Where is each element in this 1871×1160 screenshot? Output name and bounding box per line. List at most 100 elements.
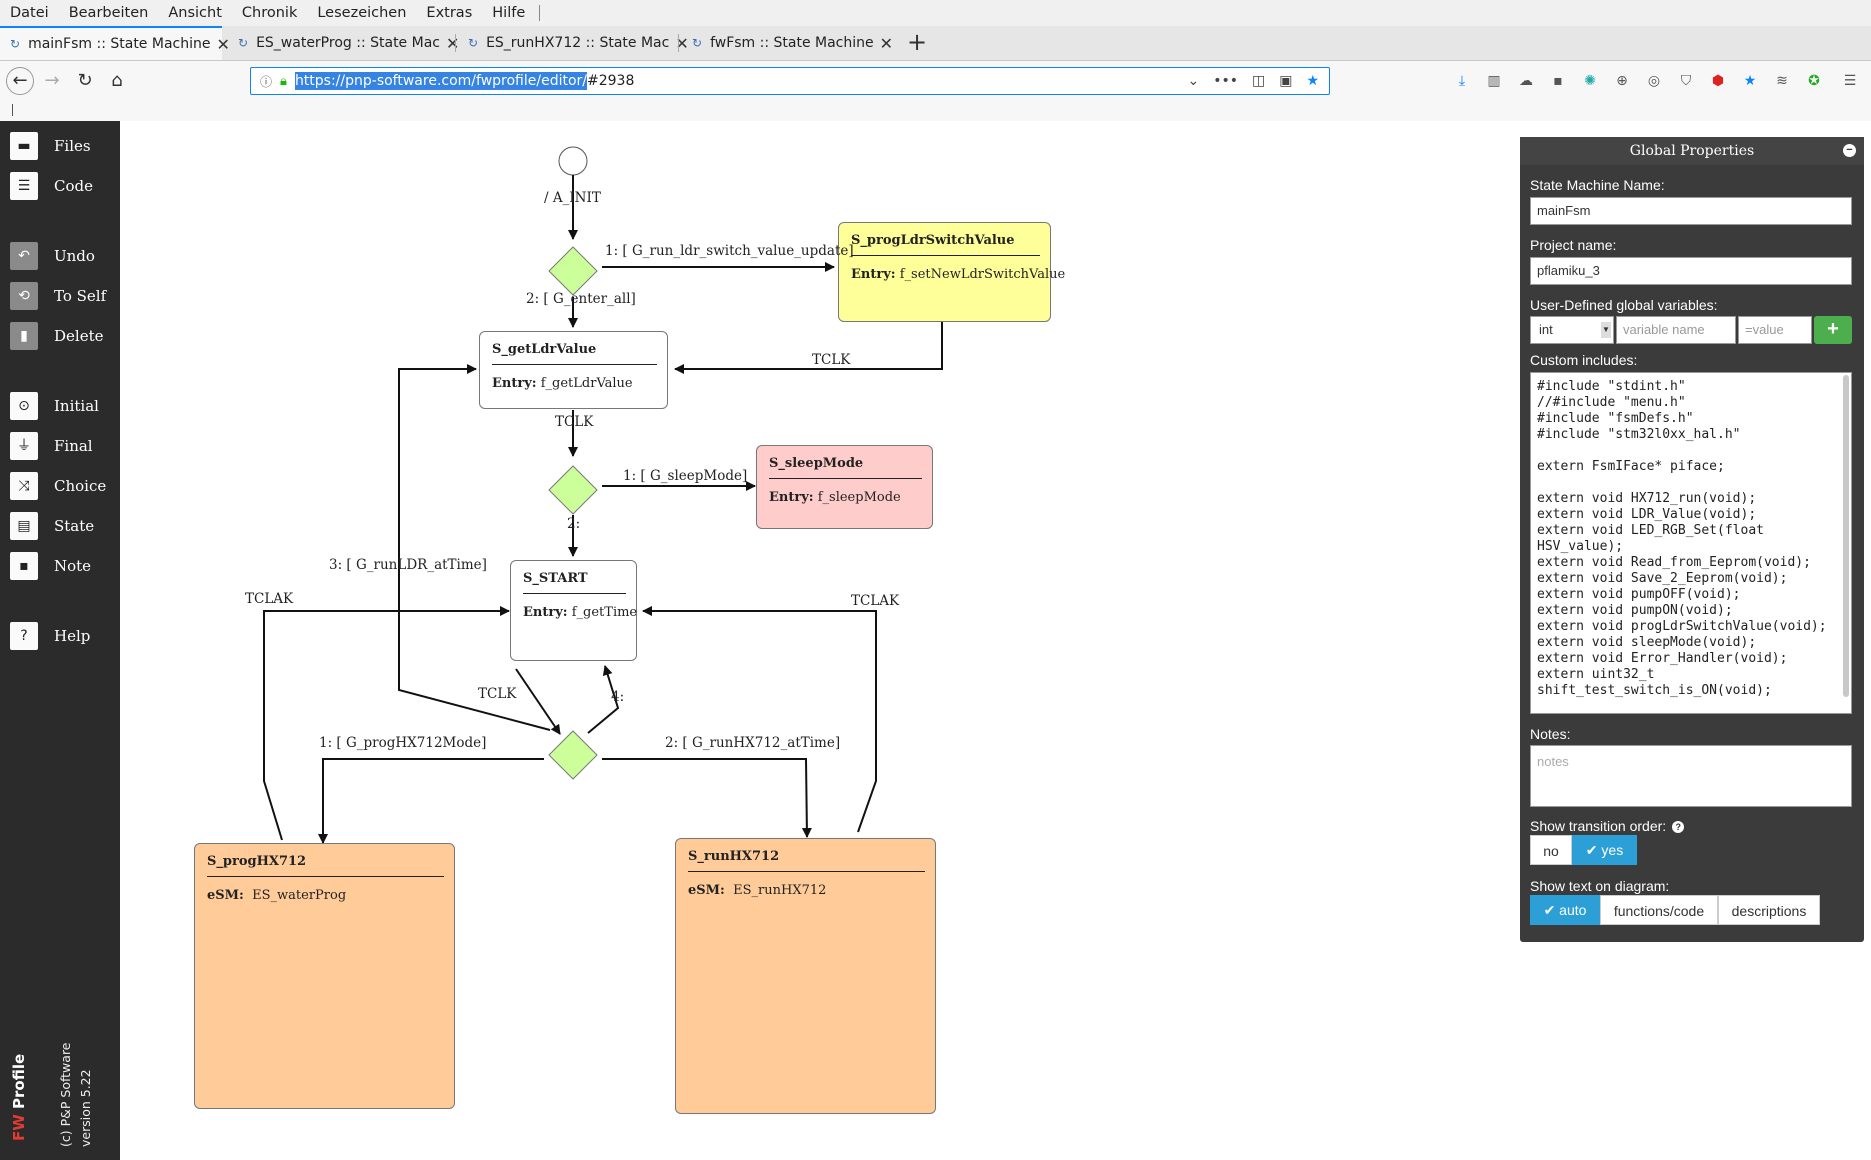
- transition-lines: [263, 146, 943, 844]
- lock-icon: 🔒︎: [280, 73, 287, 89]
- var-value-input[interactable]: =value: [1738, 316, 1812, 344]
- more-actions-icon[interactable]: •••: [1213, 73, 1238, 89]
- state-start[interactable]: S_START Entry: f_getTime: [510, 560, 637, 661]
- state-get-ldr-value[interactable]: S_getLdrValue Entry: f_getLdrValue: [479, 331, 668, 409]
- state-run-hx712[interactable]: S_runHX712 eSM: ES_runHX712: [675, 838, 936, 1114]
- transition-label[interactable]: 1: [ G_run_ldr_switch_value_update]: [605, 243, 854, 259]
- add-variable-button[interactable]: +: [1814, 316, 1852, 344]
- project-name-input[interactable]: pflamiku_3: [1530, 257, 1852, 285]
- dropdown-chevron-icon[interactable]: ⌄: [1187, 73, 1200, 89]
- initial-node: [558, 146, 588, 176]
- bookmark-star-icon[interactable]: ★: [1306, 73, 1319, 89]
- var-type-select[interactable]: int ▼: [1530, 316, 1614, 344]
- help-button[interactable]: ? Help: [10, 622, 90, 650]
- order-no-button[interactable]: no: [1530, 835, 1572, 865]
- pocket-icon[interactable]: ◫: [1251, 73, 1266, 89]
- menu-bearbeiten[interactable]: Bearbeiten: [68, 5, 149, 21]
- transition-label[interactable]: TCLAK: [245, 591, 294, 607]
- code-button[interactable]: ☰ Code: [10, 172, 93, 200]
- cloud-icon[interactable]: ☁: [1519, 73, 1533, 89]
- menu-lesezeichen[interactable]: Lesezeichen: [317, 5, 407, 21]
- url-bar[interactable]: ⓘ 🔒︎ https://pnp-software.com/fwprofile/…: [250, 67, 1330, 95]
- initial-transition-label[interactable]: / A_INIT: [544, 190, 601, 206]
- delete-button[interactable]: ▮ Delete: [10, 322, 103, 350]
- disk-icon[interactable]: ▪: [1553, 73, 1563, 89]
- reload-icon[interactable]: ↻: [77, 70, 93, 91]
- menu-extras[interactable]: Extras: [426, 5, 473, 21]
- text-auto-button[interactable]: ✔ auto: [1530, 895, 1600, 925]
- transition-label[interactable]: 2: [ G_runHX712_atTime]: [665, 735, 841, 751]
- hamburger-menu-icon[interactable]: ☰: [1843, 73, 1857, 89]
- tab-separator: [678, 34, 679, 52]
- choice-button[interactable]: ⤨ Choice: [10, 472, 106, 500]
- files-button[interactable]: ▬ Files: [10, 132, 91, 160]
- new-tab-icon[interactable]: +: [906, 28, 928, 56]
- tab-es-runhx712[interactable]: ↻ ES_runHX712 :: State Mac ✕: [458, 26, 689, 60]
- stack-icon[interactable]: ≋: [1776, 73, 1788, 89]
- notes-textarea[interactable]: notes: [1530, 745, 1852, 807]
- save-page-icon[interactable]: ▣: [1279, 73, 1293, 89]
- menu-chronik[interactable]: Chronik: [241, 5, 298, 21]
- close-tab-icon[interactable]: ✕: [216, 34, 230, 54]
- tab-bar: ↻ mainFsm :: State Machine ✕ ↻ ES_waterP…: [0, 26, 1871, 61]
- help-label: Help: [54, 627, 91, 645]
- extension-gear-icon[interactable]: ✺: [1584, 73, 1596, 89]
- undo-label: Undo: [54, 247, 95, 265]
- text-descriptions-button[interactable]: descriptions: [1718, 895, 1820, 925]
- transition-label[interactable]: 2: [ G_enter_all]: [526, 291, 636, 307]
- search-extension-icon[interactable]: ◎: [1647, 73, 1661, 89]
- order-yes-button[interactable]: ✔ yes: [1572, 835, 1637, 865]
- close-tab-icon[interactable]: ✕: [445, 33, 460, 53]
- download-icon[interactable]: ⤓: [1458, 73, 1466, 89]
- forward-arrow-icon[interactable]: →: [44, 70, 60, 91]
- scrollbar[interactable]: [1843, 375, 1849, 697]
- tab-fwfsm[interactable]: ↻ fwFsm :: State Machine ✕: [682, 26, 898, 60]
- state-prog-ldr-switch-value[interactable]: S_progLdrSwitchValue Entry: f_setNewLdrS…: [838, 222, 1065, 322]
- to-self-button[interactable]: ⟲ To Self: [10, 282, 106, 310]
- transition-label[interactable]: 4:: [611, 689, 625, 705]
- transition-label[interactable]: TCLK: [478, 686, 517, 702]
- transition-label[interactable]: TCLK: [555, 414, 594, 430]
- shield-icon[interactable]: ⛉: [1680, 73, 1692, 89]
- transition-label[interactable]: TCLAK: [851, 593, 900, 609]
- version-text: version 5.22: [78, 1069, 93, 1147]
- transition-label[interactable]: 3: [ G_runLDR_atTime]: [329, 557, 487, 573]
- tab-es-waterprog[interactable]: ↻ ES_waterProg :: State Mac ✕: [228, 26, 459, 60]
- question-icon[interactable]: ?: [1672, 821, 1685, 833]
- close-tab-icon[interactable]: ✕: [879, 33, 894, 53]
- menu-ansicht[interactable]: Ansicht: [168, 5, 222, 21]
- undo-button[interactable]: ↶ Undo: [10, 242, 95, 270]
- final-button[interactable]: ⏚ Final: [10, 432, 93, 460]
- initial-button[interactable]: ⊙ Initial: [10, 392, 99, 420]
- transition-order-label: Show transition order:?: [1530, 818, 1685, 834]
- state-prog-hx712[interactable]: S_progHX712 eSM: ES_waterProg: [194, 843, 455, 1109]
- custom-includes-textarea[interactable]: #include "stdint.h" //#include "menu.h" …: [1530, 372, 1852, 714]
- shuffle-icon: ⤨: [10, 472, 38, 500]
- ublock-icon[interactable]: ⬢: [1711, 73, 1725, 89]
- state-button[interactable]: ▤ State: [10, 512, 94, 540]
- sm-name-input[interactable]: mainFsm: [1530, 197, 1852, 225]
- note-button[interactable]: ▪ Note: [10, 552, 91, 580]
- transition-label[interactable]: 1: [ G_progHX712Mode]: [319, 735, 487, 751]
- menu-hilfe[interactable]: Hilfe: [492, 5, 526, 21]
- home-icon[interactable]: ⌂: [111, 70, 123, 91]
- transition-label[interactable]: TCLK: [812, 352, 851, 368]
- transition-label[interactable]: 1: [ G_sleepMode]: [623, 468, 748, 484]
- state-sleep-mode[interactable]: S_sleepMode Entry: f_sleepMode: [756, 445, 933, 529]
- transition-label[interactable]: 2:: [567, 516, 581, 532]
- library-icon[interactable]: ▥: [1487, 73, 1501, 89]
- minimize-icon[interactable]: −: [1843, 144, 1856, 157]
- back-arrow-icon[interactable]: ←: [6, 67, 34, 95]
- menu-datei[interactable]: Datei: [10, 5, 49, 21]
- var-name-input[interactable]: variable name: [1616, 316, 1736, 344]
- menu-separator: [539, 5, 541, 21]
- tab-mainfsm[interactable]: ↻ mainFsm :: State Machine ✕: [0, 26, 230, 60]
- diagram-canvas[interactable]: S_progLdrSwitchValue Entry: f_setNewLdrS…: [120, 121, 1520, 1160]
- text-functions-button[interactable]: functions/code: [1600, 895, 1718, 925]
- star-extension-icon[interactable]: ★: [1743, 73, 1757, 89]
- undo-icon: ↶: [10, 242, 38, 270]
- info-icon[interactable]: ⓘ: [260, 74, 273, 89]
- download-circle-icon[interactable]: ⊕: [1616, 73, 1628, 89]
- green-extension-icon[interactable]: ✪: [1808, 73, 1820, 89]
- state-divider: [207, 876, 444, 877]
